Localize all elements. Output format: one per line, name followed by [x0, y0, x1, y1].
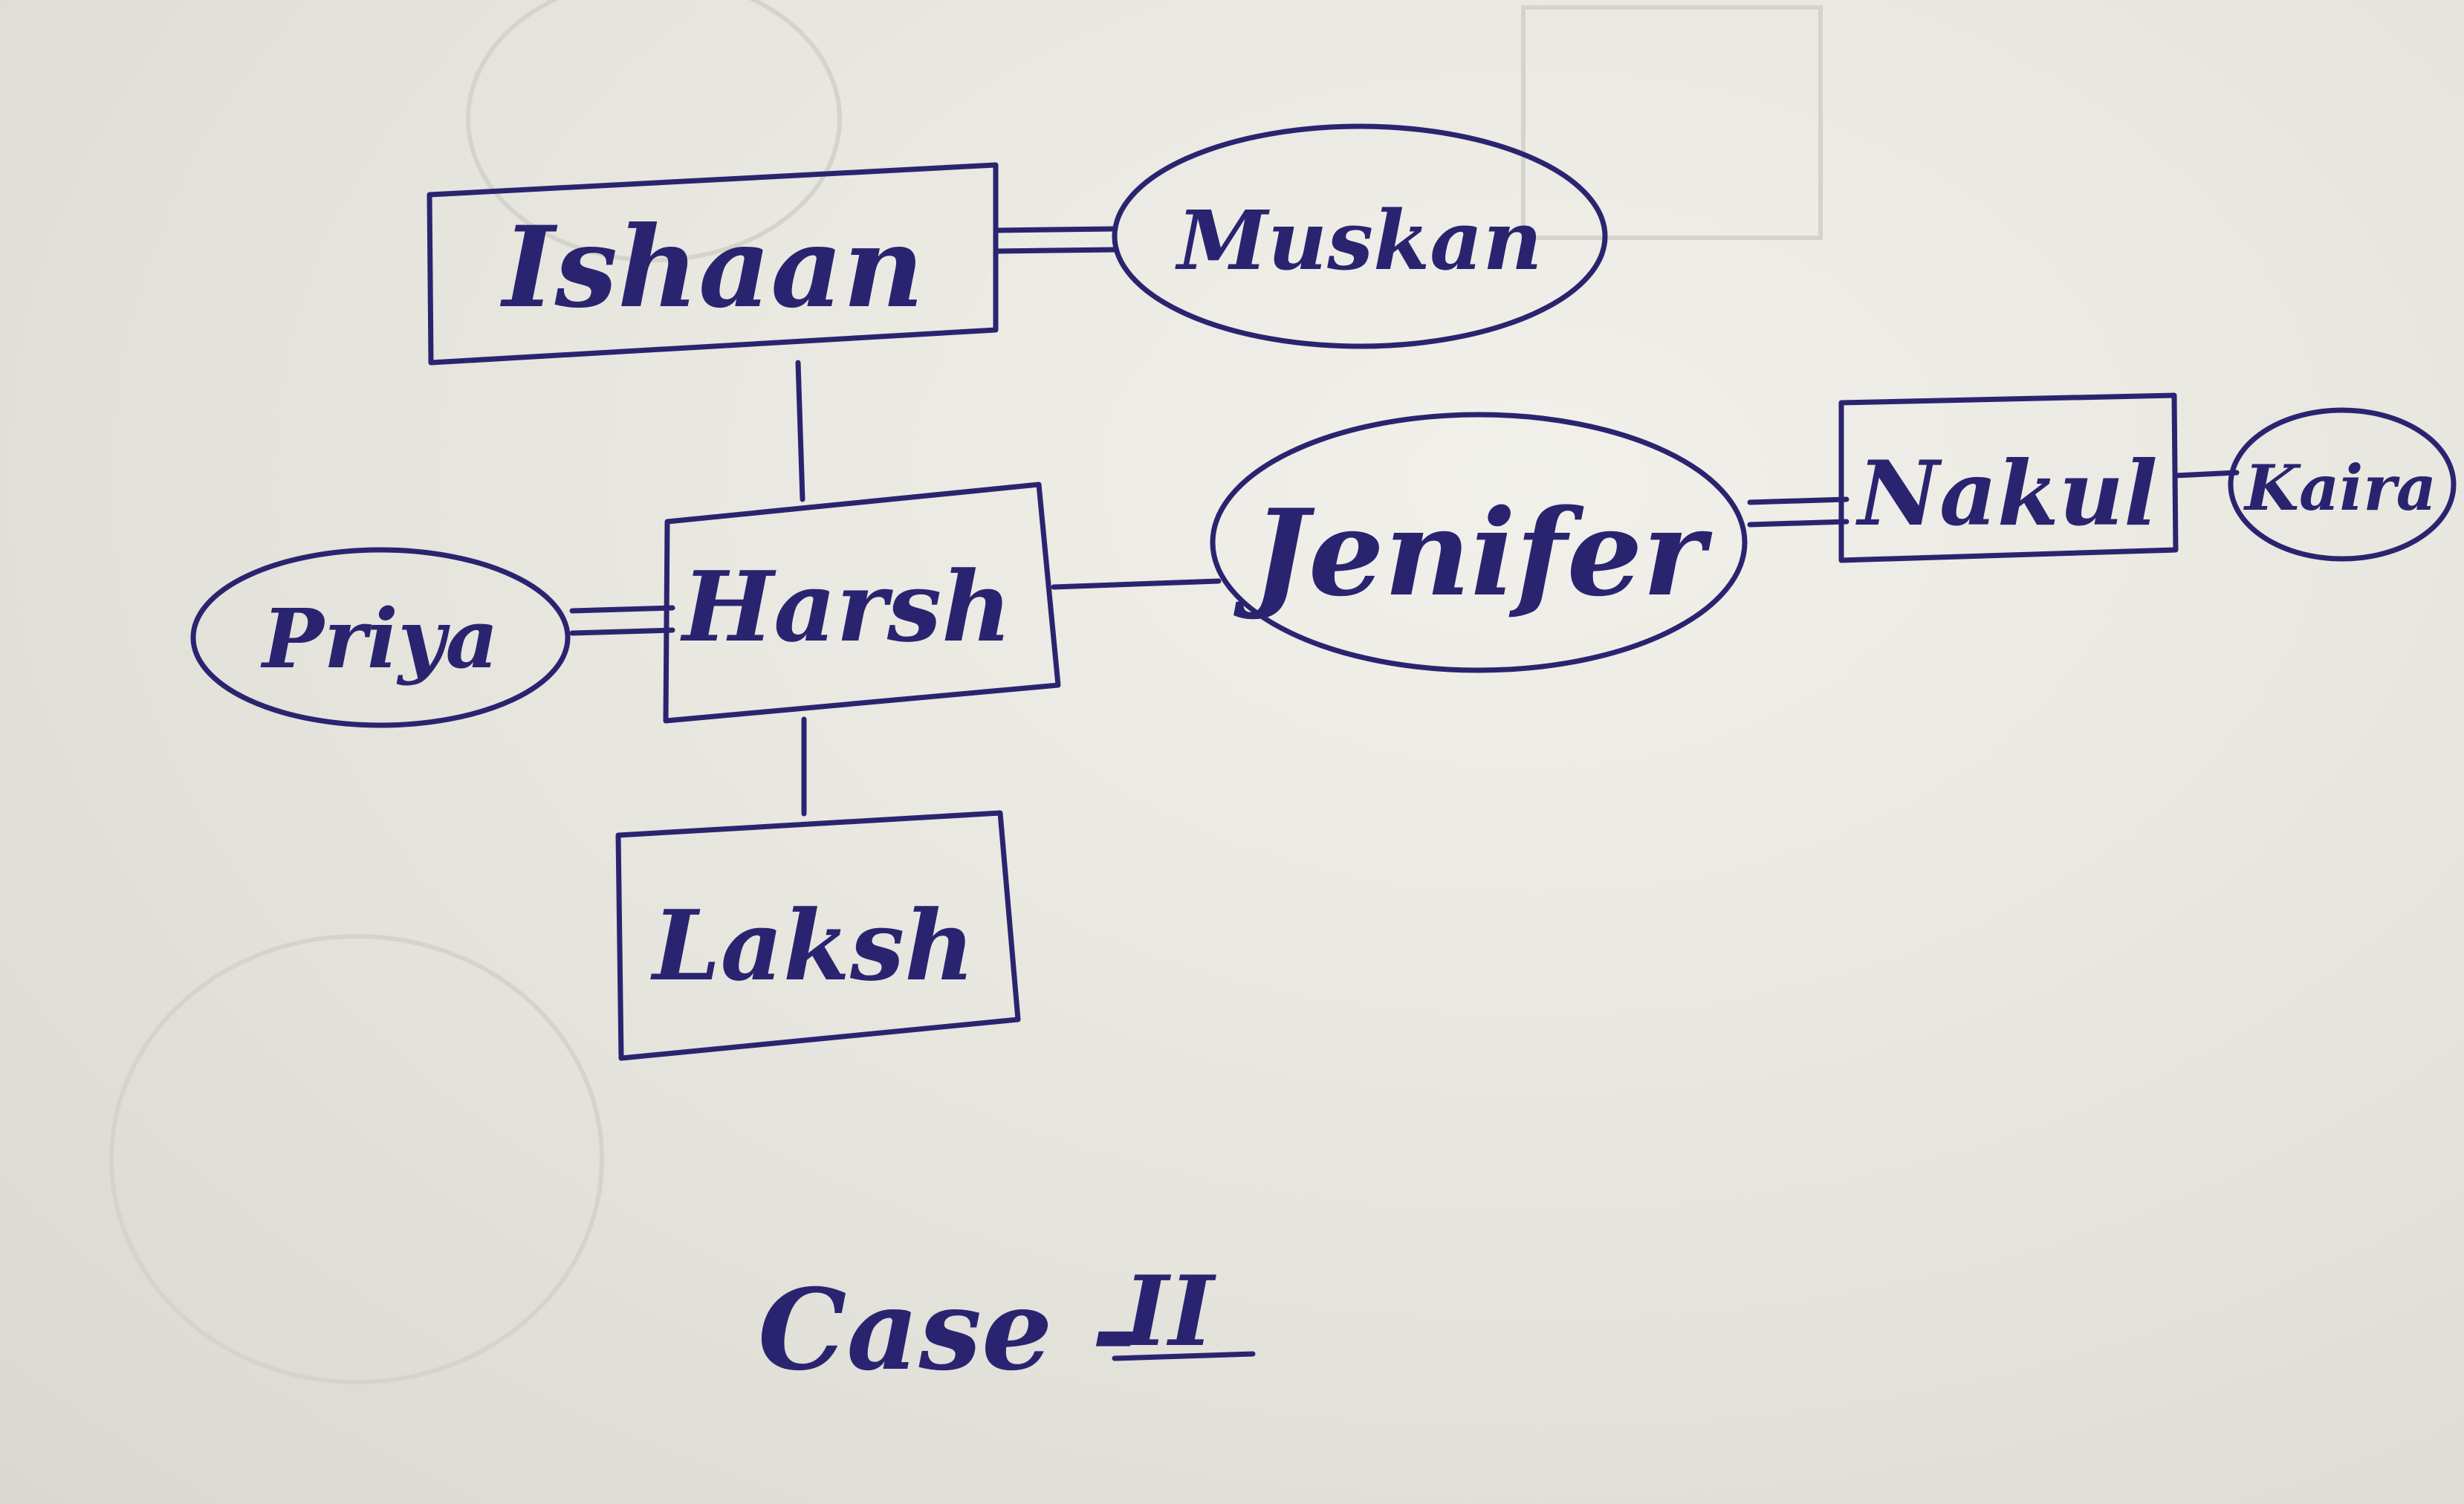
label-laksh: Laksh: [649, 889, 974, 1002]
node-harsh: Harsh: [663, 482, 1061, 724]
marriage-line-jenifer-nakul: [1747, 496, 1849, 528]
box-harsh: [663, 482, 1061, 724]
connectors: [569, 226, 2240, 817]
label-kaira: Kaira: [2243, 451, 2437, 525]
box-nakul: [1838, 392, 2179, 563]
marriage-line-priya-harsh: [569, 605, 675, 636]
ellipse-priya: [190, 547, 571, 728]
label-nakul: Nakul: [1855, 441, 2157, 546]
node-ishaan: Ishaan: [427, 162, 999, 366]
box-ishaan: [427, 162, 999, 366]
label-jenifer: Jenifer: [1233, 483, 1712, 623]
caption-numeral: II: [1121, 1254, 1217, 1368]
ellipse-kaira: [2228, 407, 2457, 562]
ellipse-muskan: [1112, 123, 1608, 349]
label-ishaan: Ishaan: [499, 202, 924, 333]
child-line-ishaan-harsh: [795, 360, 805, 502]
node-kaira: Kaira: [2228, 407, 2457, 562]
node-nakul: Nakul: [1838, 392, 2179, 563]
marriage-line-ishaan-muskan: [994, 226, 1118, 254]
caption-prefix: Case -: [758, 1265, 1138, 1396]
node-jenifer: Jenifer: [1210, 412, 1748, 673]
node-muskan: Muskan: [1112, 123, 1608, 349]
node-laksh: Laksh: [615, 810, 1021, 1061]
caption-numeral-underline: [1112, 1351, 1256, 1361]
label-priya: Priya: [260, 591, 499, 687]
label-harsh: Harsh: [679, 550, 1011, 664]
caption: Case - II: [758, 1254, 1256, 1396]
ellipse-jenifer: [1210, 412, 1748, 673]
label-muskan: Muskan: [1174, 192, 1542, 288]
node-priya: Priya: [190, 547, 571, 728]
line-nakul-kaira: [2173, 470, 2240, 479]
paper-marks: [109, 0, 1823, 1384]
box-laksh: [615, 810, 1021, 1061]
line-harsh-jenifer: [1051, 578, 1222, 590]
